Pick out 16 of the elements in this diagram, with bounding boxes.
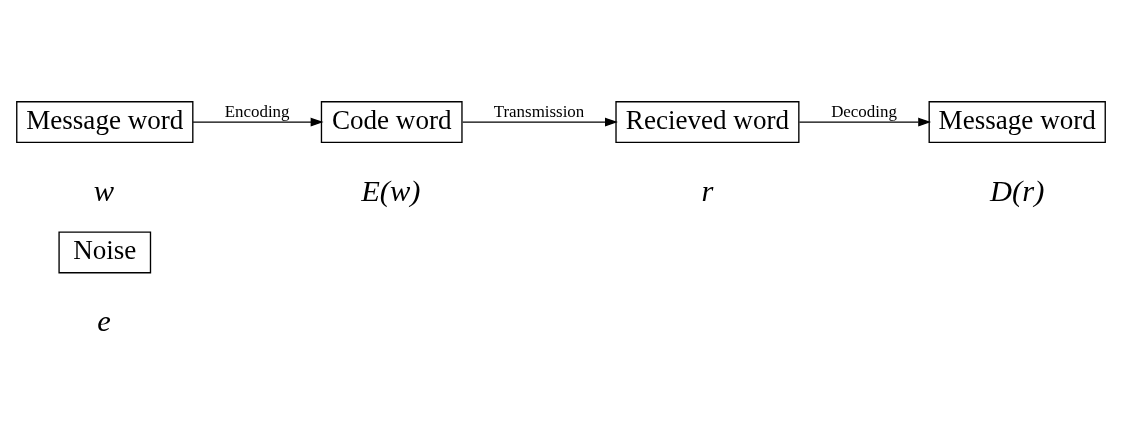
edge-label: Decoding — [831, 101, 897, 121]
edge-label: Encoding — [224, 101, 290, 121]
node-label: D(r) — [990, 173, 1045, 208]
node-box: Code word — [320, 100, 463, 143]
arrow — [192, 117, 324, 127]
node-label: w — [93, 173, 115, 208]
node-box: Recieved word — [615, 100, 800, 143]
edge-label: Transmission — [493, 101, 585, 121]
node-label: e — [97, 303, 111, 338]
arrow — [798, 117, 932, 127]
node-label: r — [701, 173, 714, 208]
node-box: Message word — [928, 100, 1106, 143]
node-label: E(w) — [361, 173, 421, 208]
arrow — [462, 117, 618, 127]
node-box: Noise — [58, 230, 152, 273]
node-box: Message word — [16, 100, 194, 143]
